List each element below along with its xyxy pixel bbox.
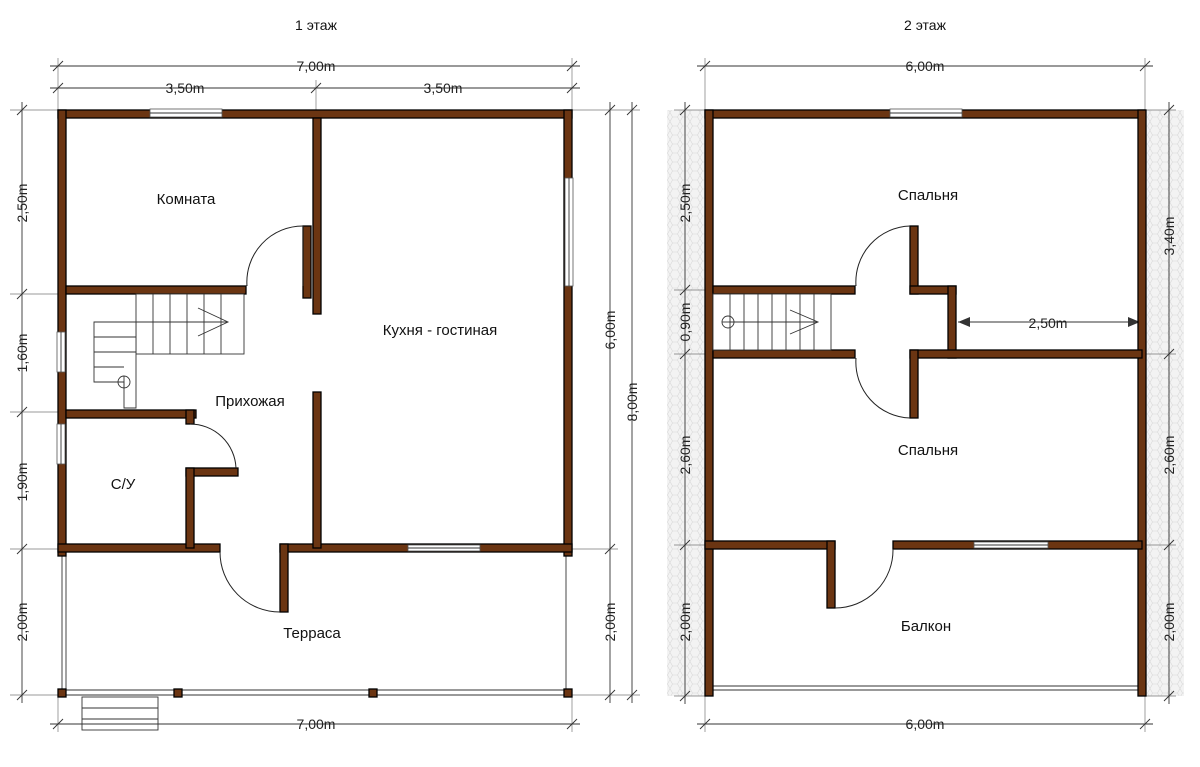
dim-second-left-2: 0,90m bbox=[677, 303, 693, 342]
dim-second-right-2: 2,60m bbox=[1161, 436, 1177, 475]
first-floor-windows bbox=[56, 108, 574, 552]
second-floor-doors bbox=[834, 225, 911, 609]
dim-second-top-total: 6,00m bbox=[906, 58, 945, 74]
first-floor-doors bbox=[189, 225, 304, 613]
dim-second-right-1: 3,40m bbox=[1161, 217, 1177, 256]
dim-first-bottom-total: 7,00m bbox=[297, 716, 336, 732]
dim-first-left-4: 2,00m bbox=[14, 603, 30, 642]
dim-first-top-total: 7,00m bbox=[297, 58, 336, 74]
room-spalnya-top: Спальня bbox=[898, 187, 958, 204]
dim-second-left-4: 2,00m bbox=[677, 603, 693, 642]
room-su: С/У bbox=[111, 476, 136, 493]
balcony-railing bbox=[712, 685, 1140, 691]
roof-slope-left bbox=[667, 110, 708, 696]
room-balkon: Балкон bbox=[901, 618, 951, 635]
room-komnata: Комната bbox=[157, 191, 216, 208]
second-floor-stairs bbox=[712, 293, 832, 351]
second-floor-plan: 2 этаж bbox=[667, 17, 1184, 732]
dim-second-inner: 2,50m bbox=[1029, 315, 1068, 331]
dim-first-right-1: 6,00m bbox=[602, 311, 618, 350]
first-floor-stairs bbox=[93, 293, 245, 409]
dim-second-left-3: 2,60m bbox=[677, 436, 693, 475]
dim-first-left-2: 1,60m bbox=[14, 334, 30, 373]
first-floor-plan: 1 этаж 7,00 bbox=[10, 17, 640, 732]
dim-first-left-1: 2,50m bbox=[14, 184, 30, 223]
room-prikhozhaya: Прихожая bbox=[215, 393, 285, 410]
dim-first-top-left: 3,50m bbox=[166, 80, 205, 96]
second-floor-dimension-lines bbox=[679, 60, 1175, 730]
first-floor-dimension-lines bbox=[16, 60, 638, 730]
first-floor-extension-lines bbox=[10, 58, 640, 732]
second-floor-windows bbox=[889, 108, 1049, 549]
second-floor-extension-lines bbox=[674, 58, 1176, 732]
dim-first-left-3: 1,90m bbox=[14, 463, 30, 502]
terrace-outline bbox=[57, 549, 573, 698]
room-terrasa: Терраса bbox=[283, 625, 341, 642]
roof-slope-right bbox=[1142, 110, 1184, 696]
dim-second-left-1: 2,50m bbox=[677, 184, 693, 223]
room-kukhnya-gostinaya: Кухня - гостиная bbox=[383, 322, 497, 339]
dim-first-top-right: 3,50m bbox=[424, 80, 463, 96]
dim-first-right-2: 2,00m bbox=[602, 603, 618, 642]
room-spalnya-bottom: Спальня bbox=[898, 442, 958, 459]
dim-second-bottom-total: 6,00m bbox=[906, 716, 945, 732]
dim-second-right-3: 2,00m bbox=[1161, 603, 1177, 642]
second-floor-title: 2 этаж bbox=[904, 17, 947, 33]
entrance-steps bbox=[81, 696, 159, 731]
dim-first-right-total: 8,00m bbox=[624, 383, 640, 422]
first-floor-title: 1 этаж bbox=[295, 17, 338, 33]
